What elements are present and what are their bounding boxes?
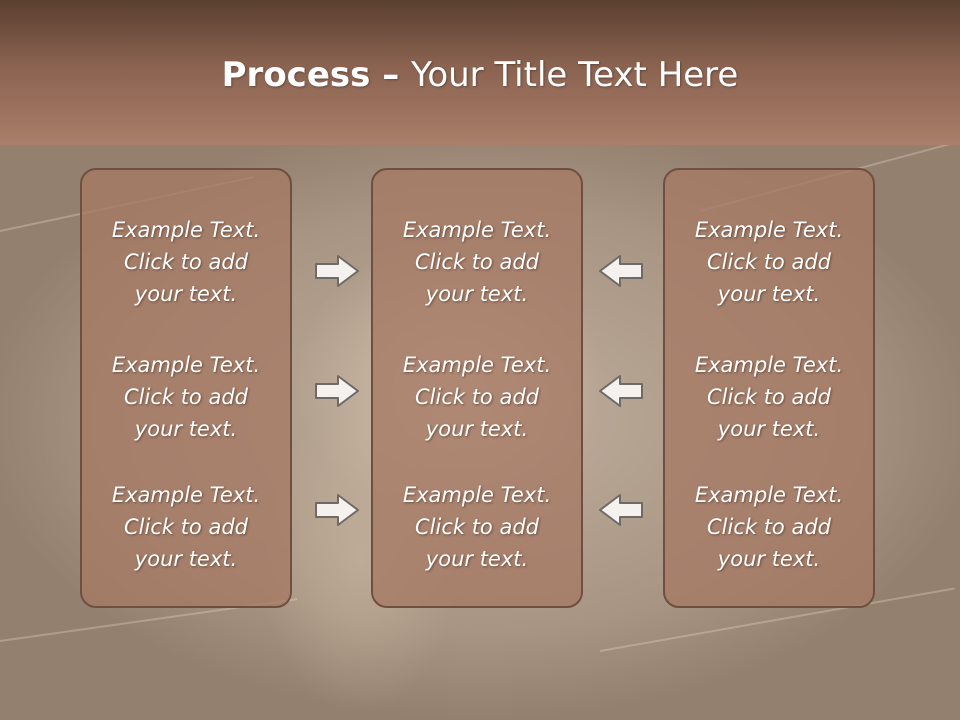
text-block[interactable]: Example Text. Click to add your text.: [665, 214, 873, 310]
right-arrow-icon: [315, 375, 359, 407]
text-line: Example Text.: [111, 353, 261, 377]
text-block[interactable]: Example Text. Click to add your text.: [665, 479, 873, 575]
text-block[interactable]: Example Text. Click to add your text.: [373, 214, 581, 310]
text-line: Click to add: [706, 250, 831, 274]
process-box-right[interactable]: Example Text. Click to add your text. Ex…: [663, 168, 875, 608]
text-line: Example Text.: [111, 218, 261, 242]
text-block[interactable]: Example Text. Click to add your text.: [82, 214, 290, 310]
left-arrow-icon: [599, 375, 643, 407]
text-line: Click to add: [414, 515, 539, 539]
text-block[interactable]: Example Text. Click to add your text.: [665, 349, 873, 445]
text-line: Example Text.: [694, 218, 844, 242]
text-line: your text.: [717, 417, 821, 441]
process-box-left[interactable]: Example Text. Click to add your text. Ex…: [80, 168, 292, 608]
text-line: Click to add: [706, 385, 831, 409]
text-line: Click to add: [123, 250, 248, 274]
text-line: your text.: [425, 282, 529, 306]
text-line: Example Text.: [402, 218, 552, 242]
text-line: Example Text.: [402, 483, 552, 507]
text-block[interactable]: Example Text. Click to add your text.: [82, 479, 290, 575]
right-arrow-icon: [315, 494, 359, 526]
text-line: your text.: [134, 547, 238, 571]
right-arrow-icon: [315, 255, 359, 287]
text-line: your text.: [425, 417, 529, 441]
text-line: Example Text.: [402, 353, 552, 377]
process-box-center[interactable]: Example Text. Click to add your text. Ex…: [371, 168, 583, 608]
text-line: your text.: [134, 417, 238, 441]
text-line: Example Text.: [694, 353, 844, 377]
title-bar: Process – Your Title Text Here: [0, 0, 960, 145]
text-line: Click to add: [123, 515, 248, 539]
title-rest: Your Title Text Here: [411, 55, 739, 95]
title-bold: Process: [221, 55, 371, 95]
text-line: Click to add: [414, 385, 539, 409]
text-line: your text.: [717, 282, 821, 306]
slide-title[interactable]: Process – Your Title Text Here: [0, 52, 960, 98]
left-arrow-icon: [599, 255, 643, 287]
text-line: Example Text.: [111, 483, 261, 507]
text-line: Click to add: [123, 385, 248, 409]
text-line: your text.: [134, 282, 238, 306]
text-line: Example Text.: [694, 483, 844, 507]
text-line: Click to add: [414, 250, 539, 274]
text-block[interactable]: Example Text. Click to add your text.: [373, 349, 581, 445]
text-block[interactable]: Example Text. Click to add your text.: [82, 349, 290, 445]
title-dash: –: [370, 55, 412, 95]
left-arrow-icon: [599, 494, 643, 526]
text-line: your text.: [425, 547, 529, 571]
text-line: your text.: [717, 547, 821, 571]
text-block[interactable]: Example Text. Click to add your text.: [373, 479, 581, 575]
text-line: Click to add: [706, 515, 831, 539]
